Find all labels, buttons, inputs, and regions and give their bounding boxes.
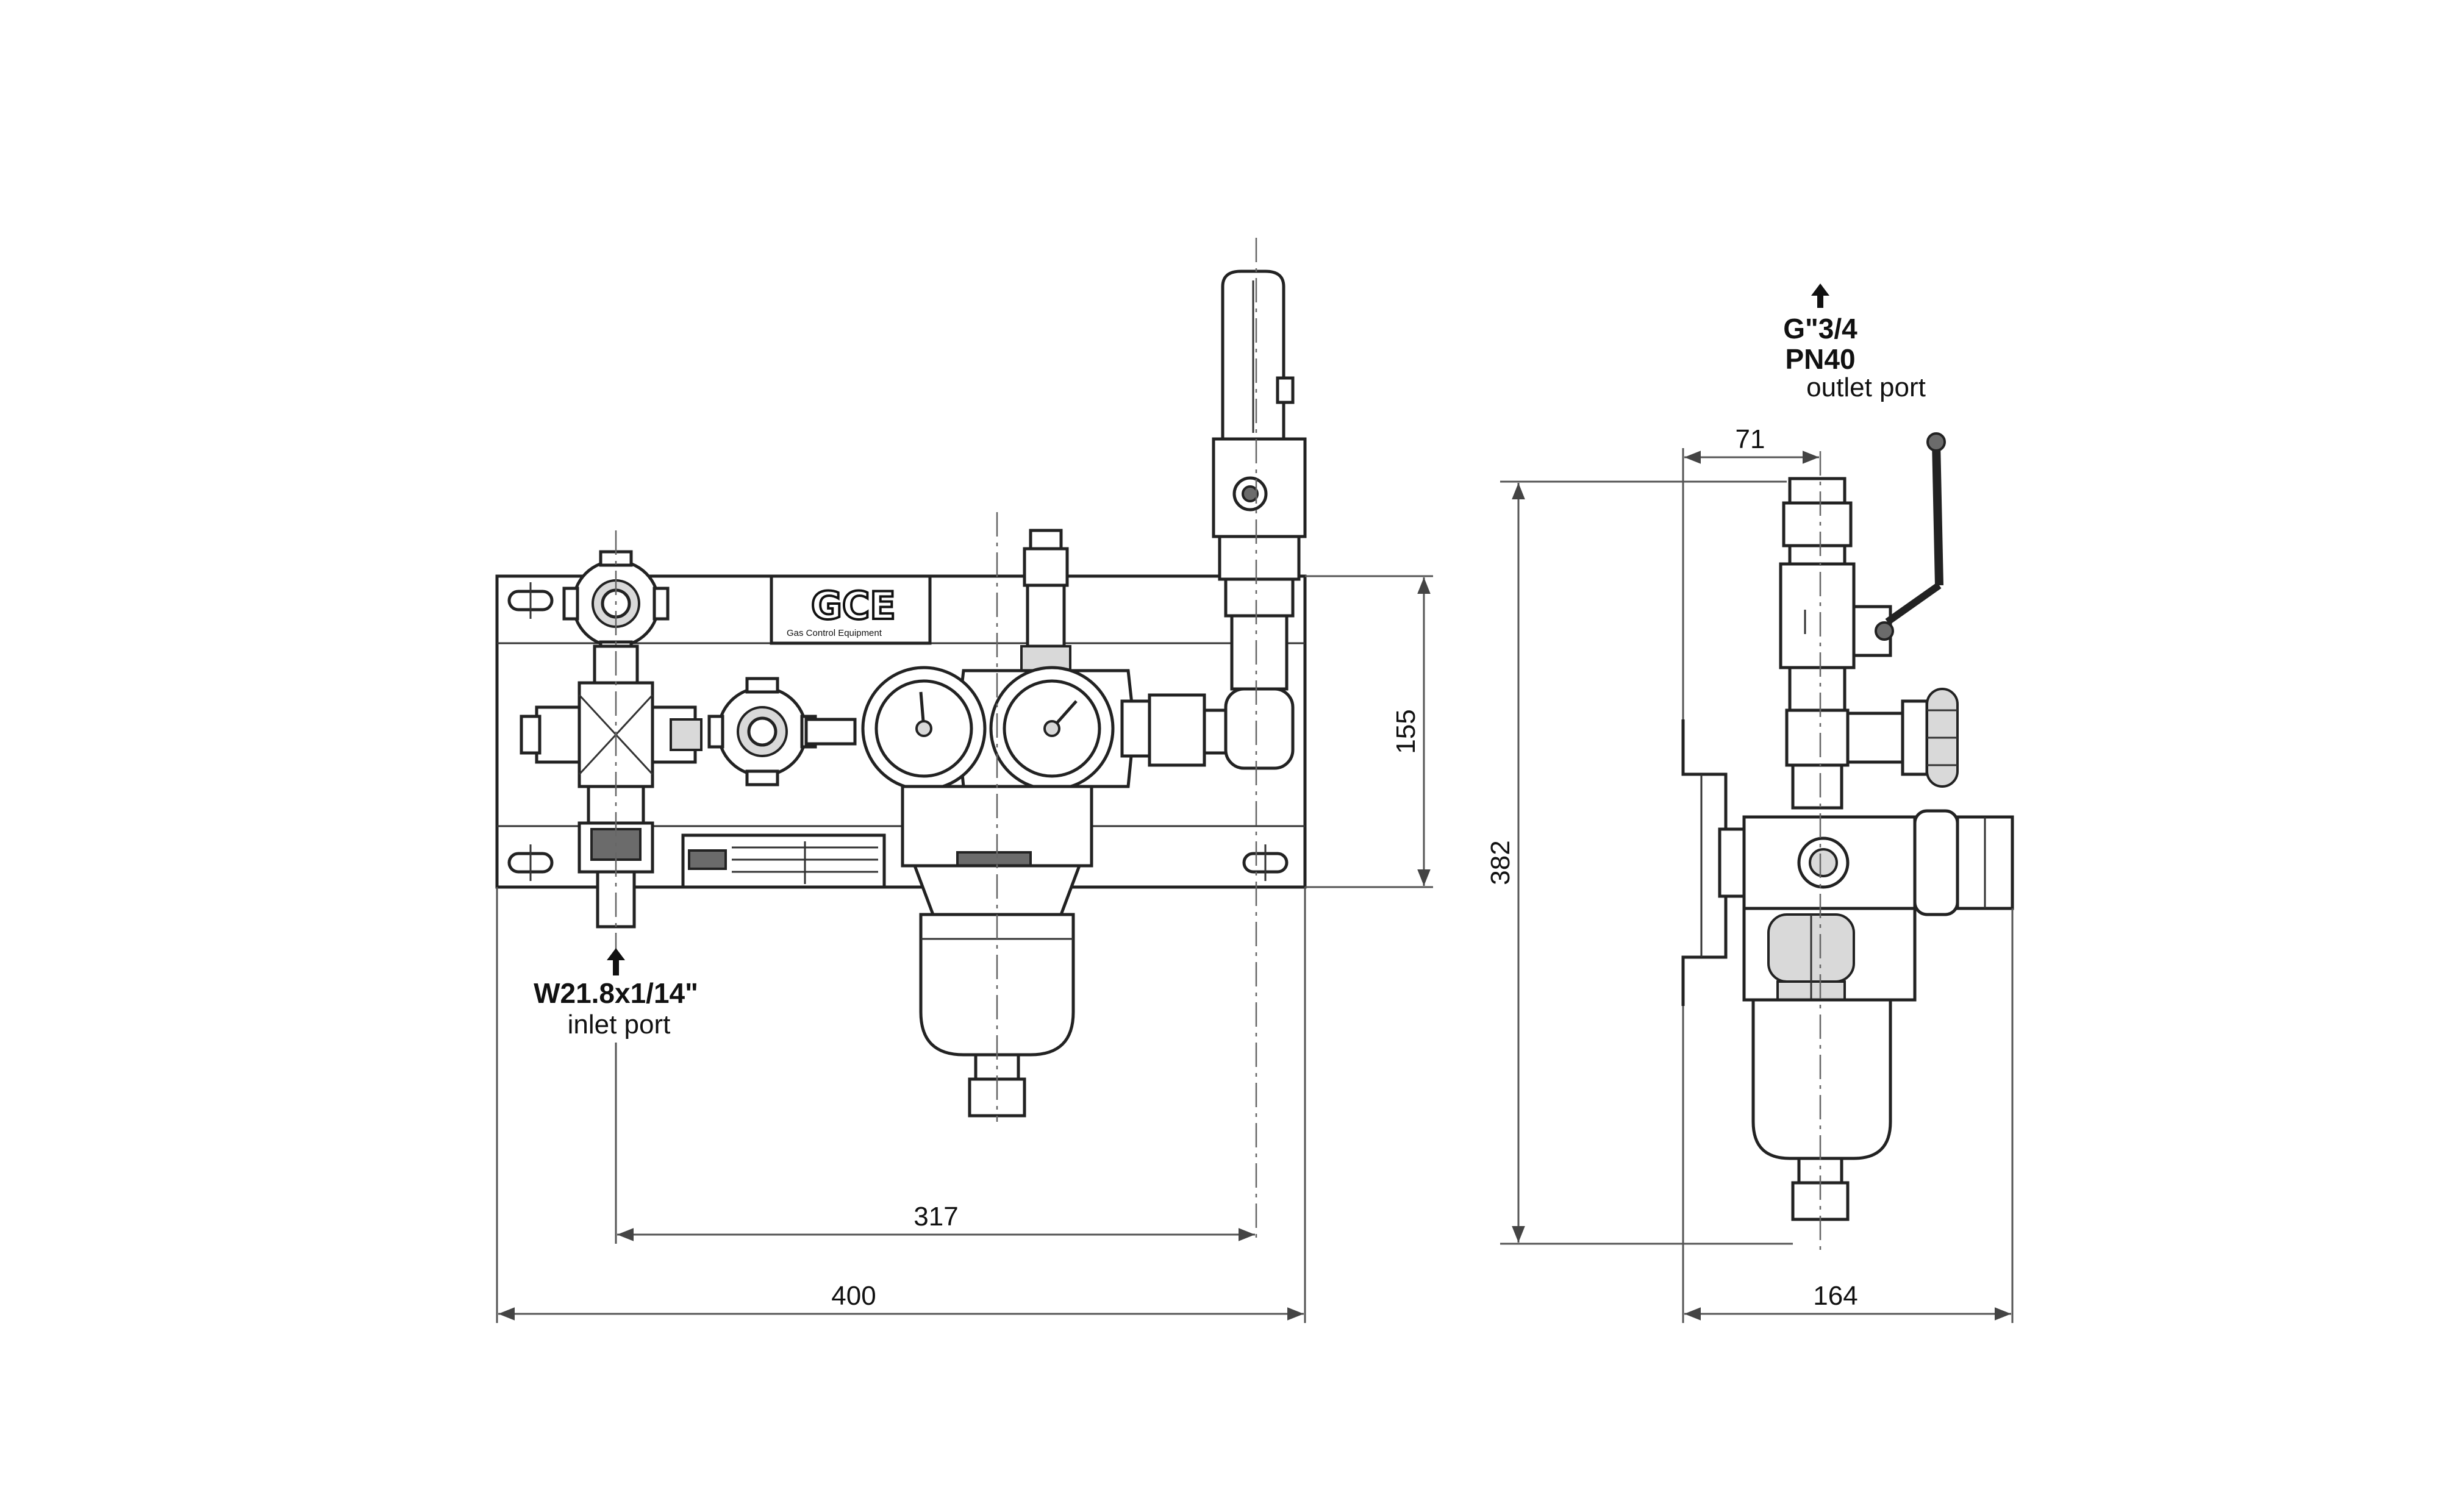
ball-valve-front	[1212, 269, 1307, 538]
inlet-port-label: inlet port	[568, 1010, 671, 1040]
ball-valve-side	[1779, 432, 1946, 712]
outlet-piping	[1120, 535, 1301, 770]
inlet-port-thread: W21.8x1/14"	[534, 977, 698, 1009]
mounting-slot-bottom-right	[1242, 844, 1289, 881]
pressure-gauge-icon	[989, 666, 1115, 791]
outlet-port-pressure: PN40	[1785, 343, 1855, 375]
dimension-outlet-offset: 71	[1682, 424, 1819, 719]
logo-text: GCE	[811, 583, 896, 628]
dimension-inlet-outlet: 317	[615, 1043, 1255, 1244]
dimension-317: 317	[913, 1202, 958, 1232]
pressure-gauge-icon	[1913, 809, 2014, 916]
dimension-overall-width: 400	[496, 887, 1306, 1323]
handwheel-icon	[1901, 688, 1959, 788]
dimension-overall-height: 382	[1485, 480, 1793, 1245]
pressure-gauge-icon	[861, 666, 987, 791]
mounting-slot-bottom-left	[507, 844, 554, 881]
outlet-port-label: outlet port	[1806, 373, 1926, 402]
dimension-155: 155	[1391, 709, 1421, 754]
side-tee-block	[1718, 809, 2014, 916]
pressure-regulator	[861, 666, 1136, 916]
gce-logo: GCE Gas Control Equipment	[770, 574, 932, 645]
outlet-port-thread: G"3/4	[1783, 313, 1857, 344]
arrow-up-icon	[1811, 284, 1829, 308]
handwheel-icon	[707, 677, 857, 786]
inlet-port-callout: W21.8x1/14" inlet port	[534, 948, 698, 1040]
arrow-up-icon	[607, 948, 625, 975]
dimension-382: 382	[1485, 840, 1515, 885]
side-filter-bowl	[1751, 998, 1892, 1221]
side-valve-body	[1785, 688, 1959, 810]
dimension-overall-depth: 164	[1682, 908, 2014, 1323]
outlet-port-callout: G"3/4 PN40 outlet port	[1783, 284, 1926, 402]
dimension-164: 164	[1813, 1281, 1857, 1311]
dimension-panel-height: 155	[1305, 575, 1433, 888]
dimension-400: 400	[831, 1281, 876, 1311]
logo-subtitle: Gas Control Equipment	[787, 628, 882, 638]
ball-valve-handle-icon	[1885, 432, 1946, 625]
dimension-71: 71	[1736, 424, 1765, 454]
front-view: GCE Gas Control Equipment	[495, 238, 1433, 1323]
mounting-slot-top-left	[507, 582, 554, 619]
name-plate	[681, 833, 886, 889]
relief-valve-fitting	[1020, 529, 1071, 672]
ball-valve-handle-icon	[1221, 269, 1295, 441]
inlet-manifold	[520, 644, 703, 929]
side-view: G"3/4 PN40 outlet port 71 382 164	[1485, 284, 2014, 1323]
